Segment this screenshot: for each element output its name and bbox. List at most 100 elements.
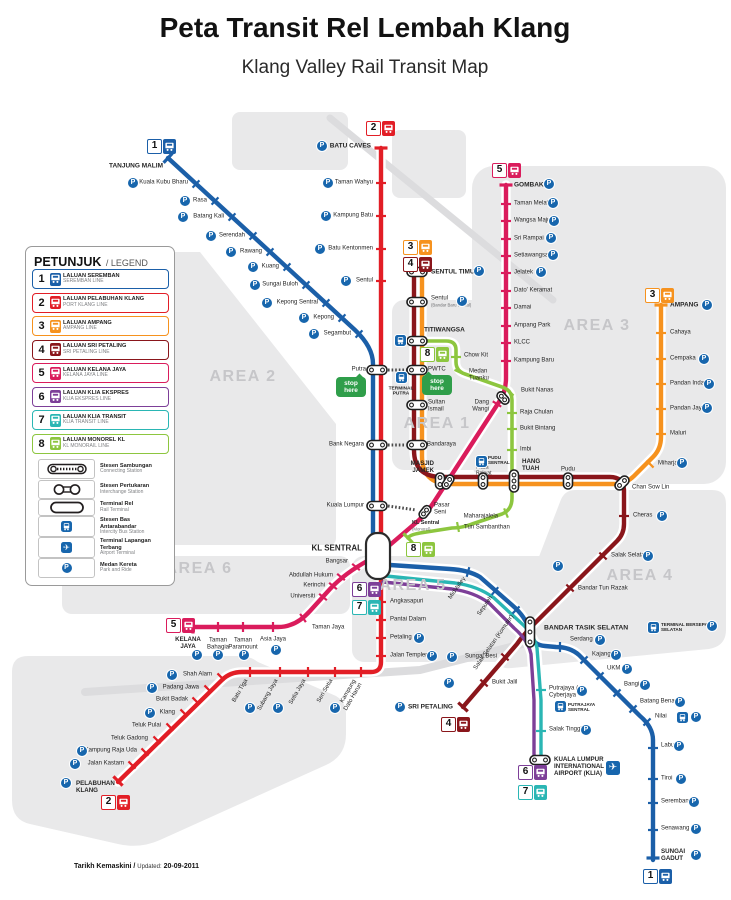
line-badge-number: 4 bbox=[441, 717, 456, 732]
line-badge-5: 5 bbox=[166, 618, 195, 633]
area-shape bbox=[232, 112, 348, 170]
station-tick bbox=[337, 313, 347, 323]
legend-symbol-name-ms: Terminal Rel bbox=[100, 501, 134, 508]
area-shape bbox=[499, 490, 726, 669]
park-and-ride-icon: P bbox=[317, 141, 327, 151]
station-label: Kampung Raja Uda bbox=[84, 747, 137, 754]
station-tick bbox=[328, 581, 338, 591]
station-label: Kampung Dato Harun bbox=[339, 678, 364, 712]
station-label: Bukit Nanas bbox=[521, 387, 554, 394]
station-tick bbox=[376, 214, 386, 218]
station-label: TANJUNG MALIM bbox=[108, 162, 163, 170]
station-tick bbox=[595, 671, 605, 681]
interchange-dot bbox=[617, 483, 622, 488]
line-badge-5: 5 bbox=[492, 163, 521, 178]
terminus-tick bbox=[402, 532, 414, 544]
station-label: GOMBAK bbox=[514, 181, 544, 189]
station-label: Pasar Seni bbox=[434, 502, 450, 515]
station-tick bbox=[511, 605, 521, 615]
legend-line-name-ms: LALUAN SRI PETALING bbox=[63, 343, 127, 350]
park-and-ride-icon: P bbox=[309, 329, 319, 339]
station-label: Shah Alam bbox=[182, 671, 212, 678]
interchange-station bbox=[508, 469, 520, 493]
park-and-ride-icon: P bbox=[595, 635, 605, 645]
park-and-ride-icon: P bbox=[180, 196, 190, 206]
station-label: MidValley bbox=[447, 576, 468, 601]
park-and-ride-icon: P bbox=[691, 850, 701, 860]
station-tick bbox=[376, 618, 386, 622]
rail-terminal-symbol bbox=[49, 501, 84, 514]
station-label: Imbi bbox=[520, 446, 532, 453]
station-label: Taman Melati bbox=[514, 200, 550, 207]
interchange-station bbox=[366, 364, 388, 376]
station-label: Batang Kali bbox=[193, 213, 224, 220]
station-tick bbox=[376, 181, 386, 185]
station-label: PUTRAJAYA SENTRAL bbox=[568, 701, 596, 712]
interchange-dot bbox=[369, 367, 374, 373]
station-tick bbox=[333, 667, 337, 677]
train-glyph bbox=[370, 603, 379, 612]
interchange-dot bbox=[409, 299, 414, 305]
interchange-station bbox=[524, 616, 536, 648]
train-glyph bbox=[51, 392, 60, 401]
park-and-ride-icon: P bbox=[544, 179, 554, 189]
park-and-ride-icon: P bbox=[675, 697, 685, 707]
terminus-tick bbox=[374, 146, 388, 150]
legend-line-train-icon bbox=[50, 437, 61, 450]
interchange-dot bbox=[420, 338, 425, 344]
line-badge-8: 8 bbox=[420, 347, 449, 362]
park-and-ride-icon: P bbox=[61, 778, 71, 788]
park-and-ride-icon: P bbox=[689, 797, 699, 807]
station-tick bbox=[465, 566, 471, 578]
station-label: Setiawangsa bbox=[514, 252, 549, 259]
connecting-station-symbol bbox=[46, 463, 87, 475]
station-label: Kepong bbox=[313, 314, 334, 321]
park-and-ride-icon: P bbox=[299, 313, 309, 323]
park-and-ride-icon: P bbox=[546, 233, 556, 243]
legend-symbol-box bbox=[38, 459, 95, 479]
terminus-tick bbox=[499, 183, 513, 187]
train-glyph bbox=[370, 585, 379, 594]
station-label: Cahaya bbox=[670, 329, 691, 336]
park-and-ride-icon: P bbox=[273, 703, 283, 713]
line-badge-train-icon bbox=[436, 347, 449, 362]
station-label: KELANA JAYA bbox=[175, 636, 201, 650]
station-label: Bangi bbox=[624, 681, 640, 688]
park-and-ride-icon: P bbox=[395, 702, 405, 712]
train-glyph bbox=[536, 768, 545, 777]
station-tick bbox=[248, 231, 258, 241]
interchange-station bbox=[406, 296, 428, 308]
legend-line-name-ms: LALUAN PELABUHAN KLANG bbox=[63, 296, 145, 303]
station-label: Batu Tiga bbox=[231, 678, 250, 704]
station-tick bbox=[241, 622, 245, 632]
station-label: Sentul bbox=[431, 295, 449, 302]
park-and-ride-icon: P bbox=[457, 296, 467, 306]
interchange-dot bbox=[511, 478, 517, 484]
airport-icon: ✈ bbox=[61, 542, 72, 553]
station-tick bbox=[376, 636, 386, 640]
train-glyph bbox=[424, 545, 433, 554]
station-label: Pudu bbox=[560, 466, 576, 473]
station-tick bbox=[536, 688, 546, 692]
interchange-dot bbox=[527, 619, 533, 625]
interchange-dot bbox=[447, 477, 453, 482]
station-label: Kuala Kubu Bharu bbox=[139, 179, 188, 186]
train-glyph bbox=[51, 345, 60, 354]
station-label: KLCC bbox=[514, 339, 531, 346]
station-tick bbox=[648, 828, 658, 832]
intercity-bus-icon bbox=[676, 711, 688, 723]
park-and-ride-icon: P bbox=[61, 563, 72, 573]
station-tick bbox=[648, 777, 658, 781]
legend-line-train-icon bbox=[50, 296, 61, 309]
station-tick bbox=[376, 279, 386, 283]
station-tick bbox=[505, 387, 515, 397]
terminus-tick bbox=[654, 303, 668, 307]
legend-line-number: 3 bbox=[38, 320, 45, 332]
station-tick bbox=[565, 583, 575, 593]
legend-line-name-en: AMPANG LINE bbox=[63, 325, 97, 332]
